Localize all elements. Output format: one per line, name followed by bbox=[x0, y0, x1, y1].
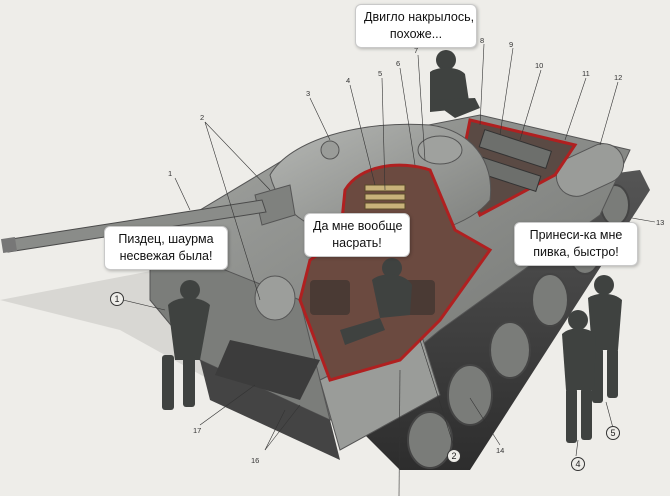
circled-callout-4: 4 bbox=[571, 457, 585, 471]
circled-callout-5: 5 bbox=[606, 426, 620, 440]
bubble-line: пивка, быстро! bbox=[533, 245, 619, 259]
callout-14: 14 bbox=[496, 446, 505, 455]
callout-5: 5 bbox=[378, 69, 383, 78]
speech-bubble-dont-care: Да мне вообще насрать! bbox=[304, 213, 410, 257]
callout-2: 2 bbox=[200, 113, 205, 122]
callout-10: 10 bbox=[535, 61, 544, 70]
crewman-on-hull bbox=[430, 50, 480, 118]
seated-crewman bbox=[340, 258, 412, 345]
circled-callout-2: 2 bbox=[447, 449, 461, 463]
fuel-drum-front bbox=[254, 275, 296, 321]
circled-callout-1: 1 bbox=[110, 292, 124, 306]
callout-12: 12 bbox=[614, 73, 623, 82]
crewman-left bbox=[162, 280, 210, 410]
callout-17: 17 bbox=[193, 426, 202, 435]
bubble-line: Принеси-ка мне bbox=[529, 228, 623, 242]
bubble-line: Да мне вообще bbox=[313, 219, 403, 233]
callout-4: 4 bbox=[346, 76, 351, 85]
callout-8: 8 bbox=[480, 36, 485, 45]
muzzle bbox=[0, 236, 18, 254]
leader-lines bbox=[122, 43, 656, 496]
rear-fuel-drum bbox=[555, 143, 625, 197]
speech-bubble-beer: Принеси-ка мне пивка, быстро! bbox=[514, 222, 638, 266]
callout-6: 6 bbox=[396, 59, 401, 68]
bubble-line: похоже... bbox=[389, 27, 443, 41]
bubble-line: насрать! bbox=[332, 236, 382, 250]
turret-hatch bbox=[417, 135, 463, 165]
callout-13: 13 bbox=[656, 218, 665, 227]
callout-7: 7 bbox=[414, 46, 419, 55]
speech-bubble-engine: Двигло накрылось, похоже... bbox=[355, 4, 477, 48]
bubble-line: несвежая была! bbox=[119, 249, 213, 263]
left-track bbox=[200, 360, 340, 460]
commander-cupola bbox=[320, 140, 340, 160]
bubble-line: Пиздец, шаурма bbox=[118, 232, 214, 246]
callout-1: 1 bbox=[168, 169, 173, 178]
callout-3: 3 bbox=[306, 89, 311, 98]
crewman-right-back bbox=[562, 310, 596, 443]
speech-bubble-shawarma: Пиздец, шаурма несвежая была! bbox=[104, 226, 228, 270]
callout-16: 16 bbox=[251, 456, 260, 465]
gun-mantlet bbox=[254, 184, 296, 226]
callout-11: 11 bbox=[582, 69, 590, 78]
spare-track-links bbox=[215, 340, 320, 400]
bubble-line: Двигло накрылось, bbox=[364, 10, 475, 24]
crewman-right-front bbox=[588, 275, 622, 403]
callout-9: 9 bbox=[509, 40, 514, 49]
